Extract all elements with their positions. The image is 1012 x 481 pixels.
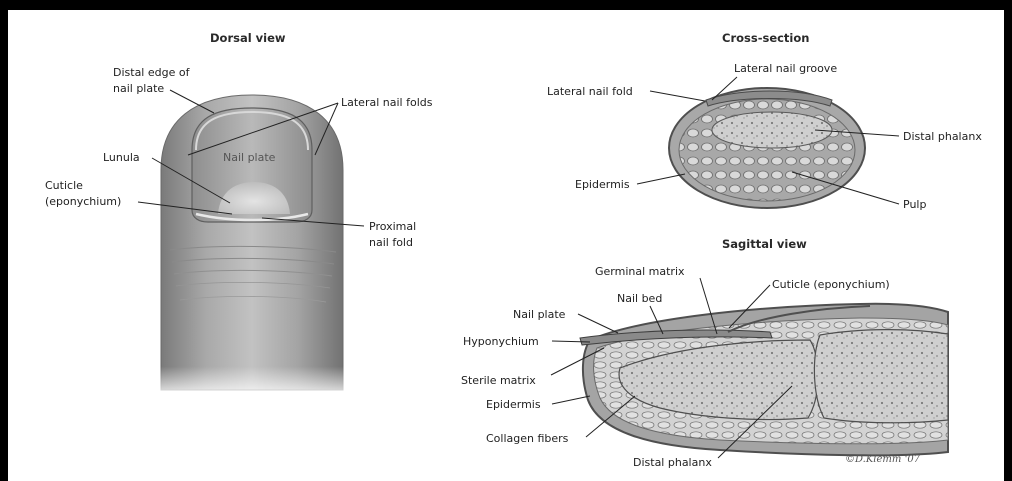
label-collagen-fibers: Collagen fibers [486,432,569,445]
sagittal-illustration [580,304,948,456]
label-nail-plate-dorsal: Nail plate [223,151,276,164]
sagittal-view-heading: Sagittal view [722,237,807,251]
label-sterile-matrix: Sterile matrix [461,374,536,387]
leader-nail-plate-sagittal [578,314,618,333]
label-pulp: Pulp [903,198,926,211]
nail-plate-illustration [192,108,312,222]
label-lateral-nail-folds: Lateral nail folds [341,96,433,109]
label-lateral-nail-fold: Lateral nail fold [547,85,633,98]
label-epidermis-sagittal: Epidermis [486,398,541,411]
label-distal-edge-line1: Distal edge of [113,66,191,79]
leader-lateral-nail-fold [650,91,705,101]
leader-epidermis-sagittal [552,396,590,404]
label-germinal-matrix: Germinal matrix [595,265,685,278]
label-nail-plate-sagittal: Nail plate [513,308,566,321]
dorsal-view-heading: Dorsal view [210,31,286,45]
label-cuticle-sagittal: Cuticle (eponychium) [772,278,890,291]
label-distal-phalanx-cross: Distal phalanx [903,130,982,143]
label-nail-bed: Nail bed [617,292,662,305]
label-hyponychium: Hyponychium [463,335,539,348]
artist-signature: ©D.Klemm '07 [845,454,921,465]
label-epidermis-cross: Epidermis [575,178,630,191]
label-lateral-nail-groove: Lateral nail groove [734,62,837,75]
label-cuticle-line2: (eponychium) [45,195,121,208]
label-distal-phalanx-sagittal: Distal phalanx [633,456,712,469]
label-distal-edge-line2: nail plate [113,82,164,95]
label-cuticle-line1: Cuticle [45,179,83,192]
leader-epidermis-cross [637,174,685,184]
cross-section-illustration [669,88,865,208]
label-proximal-line1: Proximal [369,220,416,233]
label-lunula: Lunula [103,151,140,164]
label-proximal-line2: nail fold [369,236,413,249]
cross-section-heading: Cross-section [722,31,809,45]
